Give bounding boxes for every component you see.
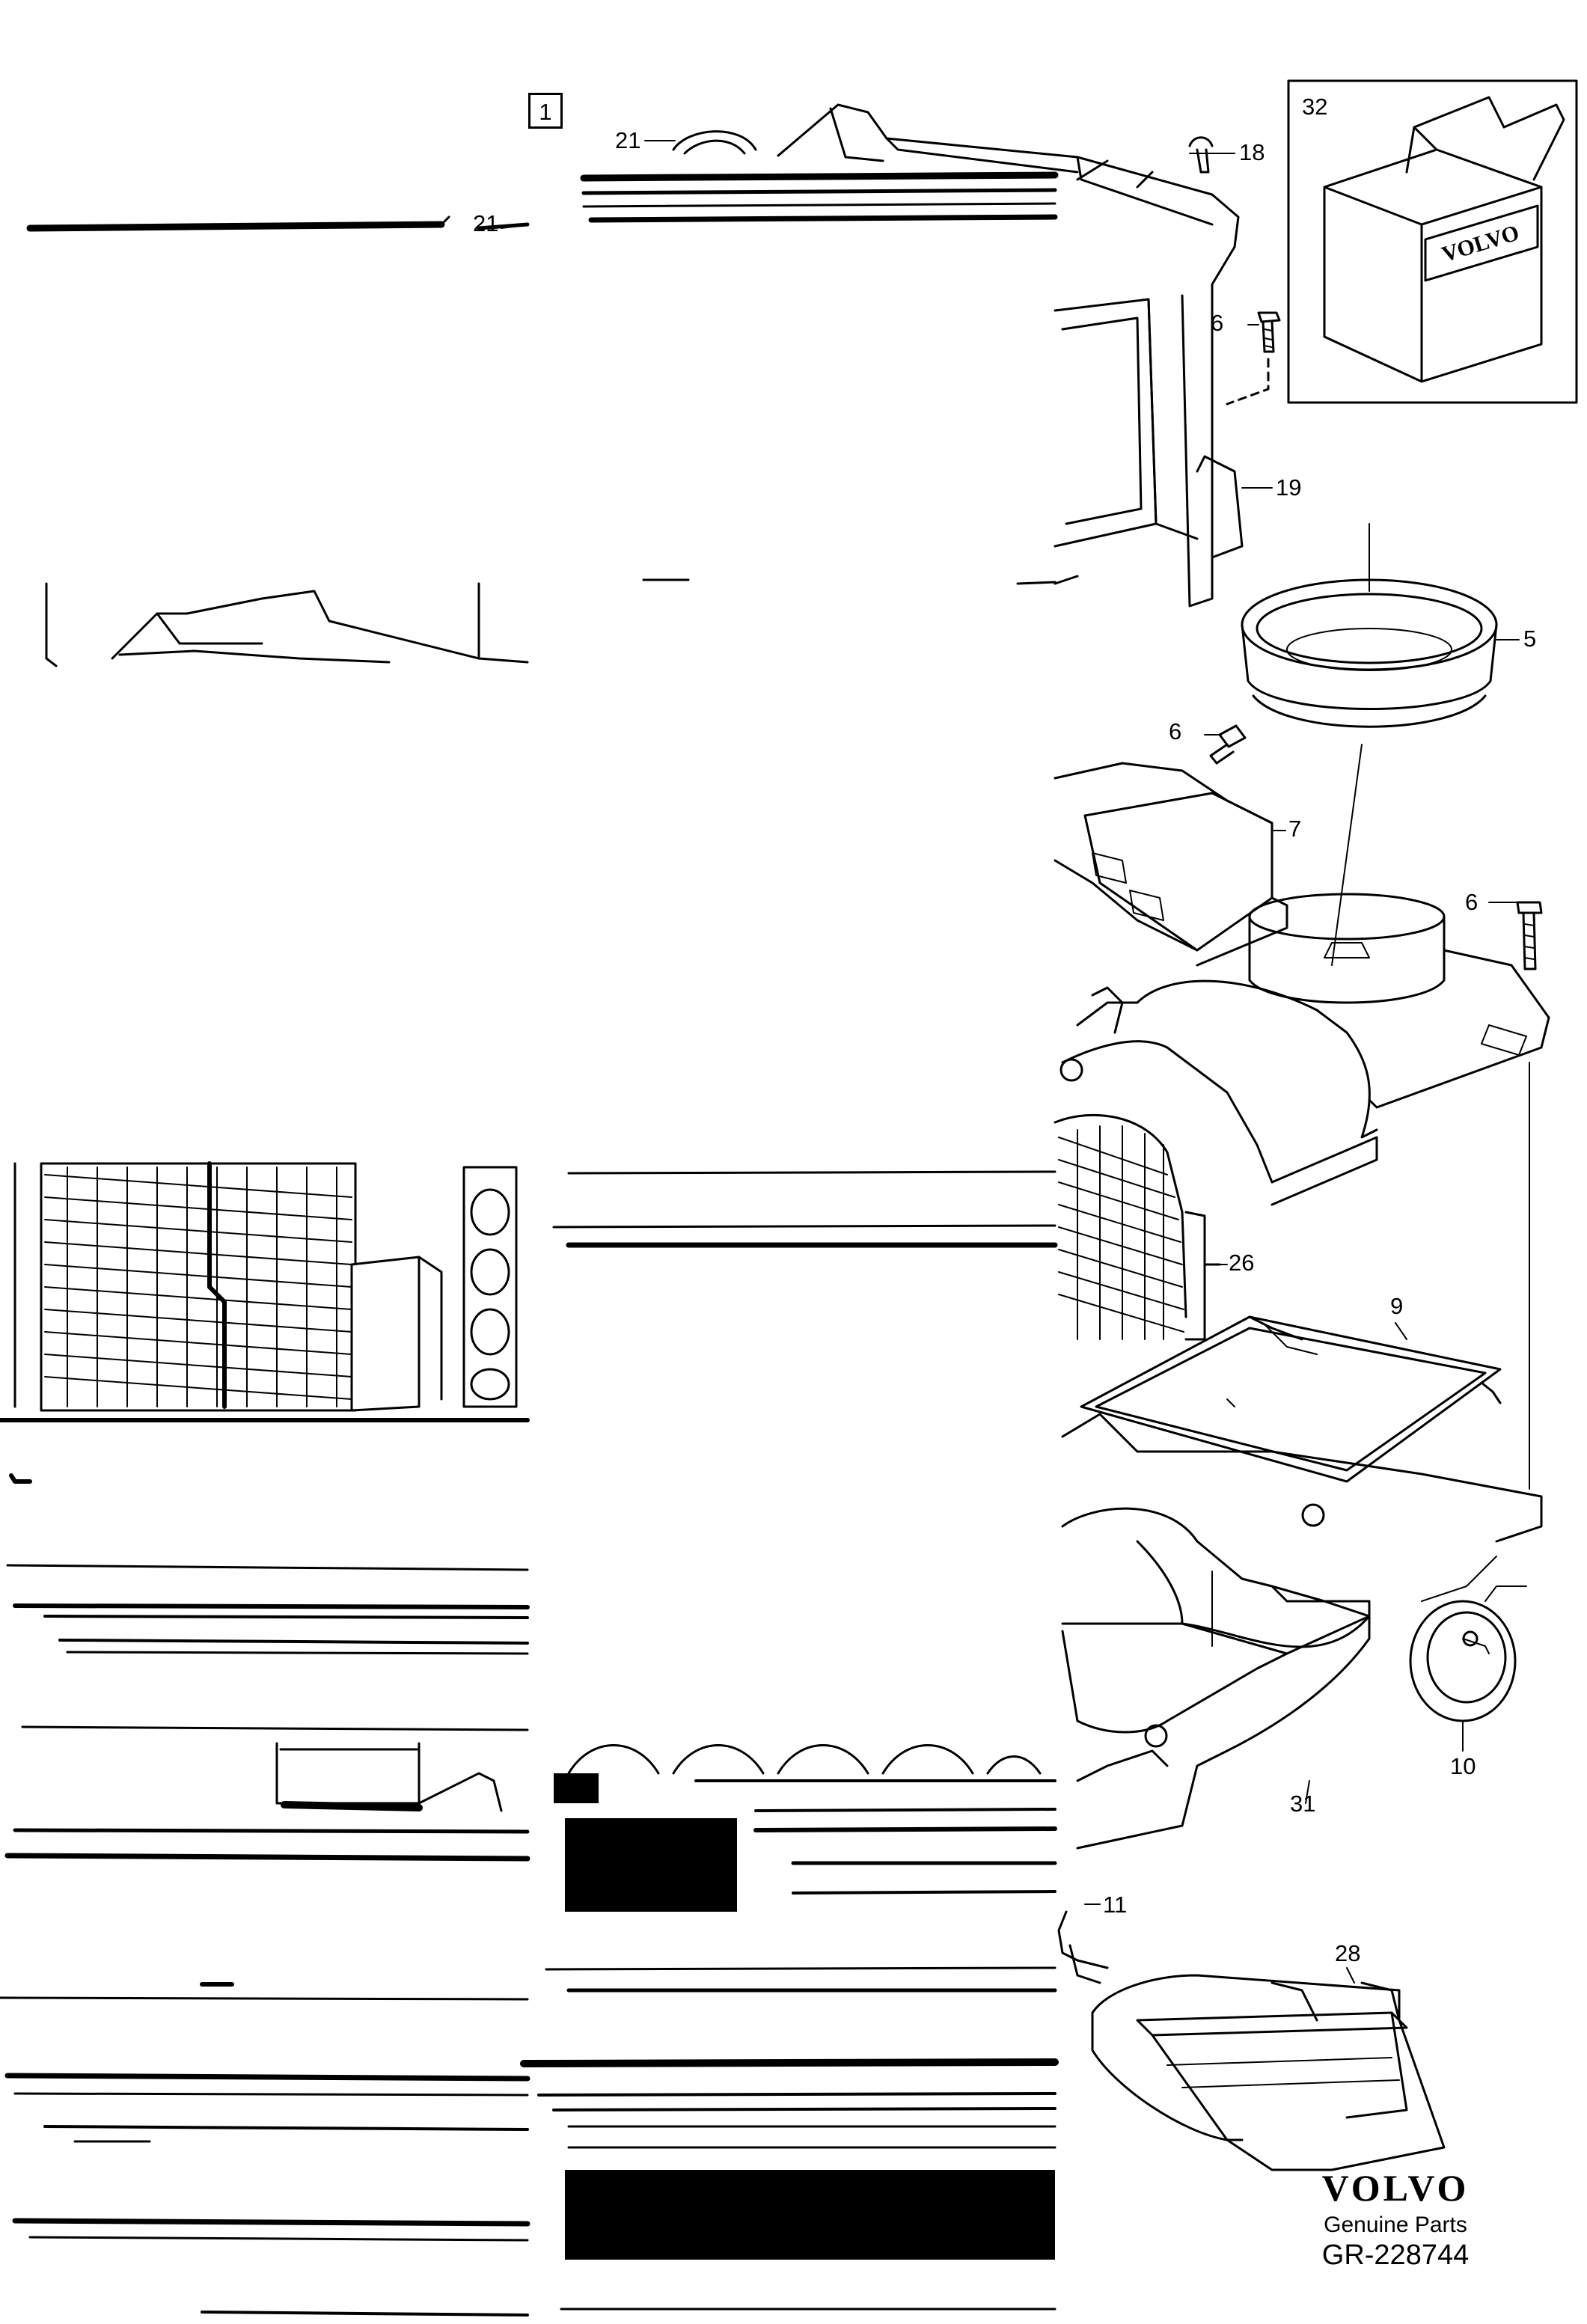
leader-lines <box>501 140 1520 1984</box>
genuine-parts-text: Genuine Parts <box>1324 2213 1467 2237</box>
clip-11 <box>1057 1910 1109 1984</box>
brand-footer: VOLVO Genuine Parts GR-228744 <box>1298 2166 1493 2272</box>
section-number: 1 <box>539 99 552 125</box>
scan-artifacts-middle <box>520 171 1059 2311</box>
bracket-fragment-left <box>275 1742 503 1812</box>
volvo-logo: VOLVO <box>1321 2167 1470 2209</box>
callout-28: 28 <box>1335 1940 1361 1966</box>
callout-6-upper: 6 <box>1211 310 1224 336</box>
callout-5: 5 <box>1523 626 1537 652</box>
bolt-6-middle <box>1209 724 1247 765</box>
control-module-7 <box>1054 762 1288 967</box>
blower-housing <box>1059 893 1550 1206</box>
fan-ring-5 <box>1241 523 1498 966</box>
scan-blocks-middle <box>554 1773 1055 2260</box>
heater-core-fragment-left <box>13 1161 518 1412</box>
gasket-21 <box>672 130 757 155</box>
bolt-6-right <box>1516 901 1543 1490</box>
arch-fragment-middle <box>567 1744 1042 1775</box>
scan-artifacts-left <box>0 215 530 2317</box>
callout-32: 32 <box>1302 94 1328 120</box>
callout-18: 18 <box>1239 139 1265 165</box>
housing-top-19 <box>777 103 1244 608</box>
section-number-box: 1 <box>528 93 563 129</box>
callout-6-right: 6 <box>1465 889 1479 915</box>
diagram-code: GR-228744 <box>1321 2239 1470 2271</box>
cover-28 <box>1091 1974 1446 2171</box>
housing-fragment-left <box>45 582 529 667</box>
packaging-box-32 <box>1287 79 1578 404</box>
callout-7: 7 <box>1288 816 1302 842</box>
callout-19: 19 <box>1276 474 1302 501</box>
lower-tray-31 <box>1061 1413 1543 1850</box>
flap-9 <box>1080 1315 1502 1483</box>
callout-21-top: 21 <box>615 127 641 153</box>
callout-21-left: 21 <box>473 210 499 236</box>
callout-26: 26 <box>1229 1250 1255 1276</box>
bolt-6-upper <box>1226 311 1281 406</box>
callout-9: 9 <box>1390 1293 1404 1319</box>
callout-11: 11 <box>1103 1892 1128 1918</box>
actuator-10 <box>1409 1585 1527 1722</box>
callout-10: 10 <box>1450 1753 1476 1779</box>
callout-31: 31 <box>1290 1791 1316 1817</box>
callout-6-middle: 6 <box>1169 718 1182 744</box>
clip-18 <box>1188 136 1214 174</box>
heater-core-26 <box>1054 1113 1221 1341</box>
